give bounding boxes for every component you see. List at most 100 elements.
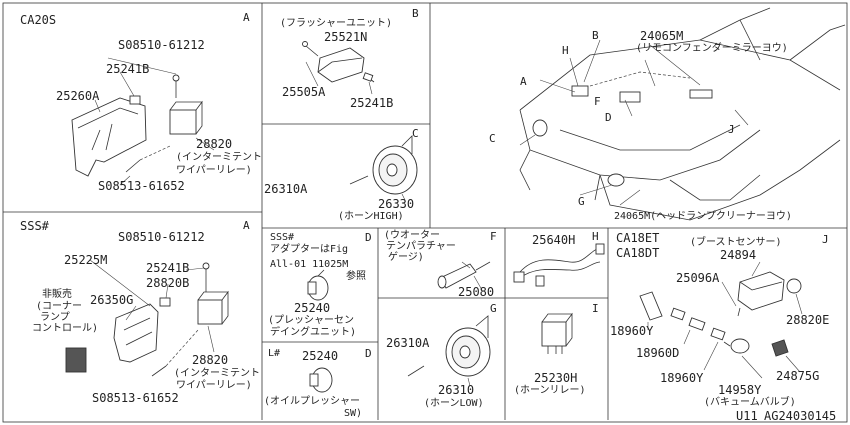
sss-d-part-2: 参照: [346, 271, 366, 282]
harness-letter: H: [592, 230, 599, 243]
flasher-part-1[interactable]: 25521N: [324, 30, 368, 44]
overview-letter-g: G: [578, 195, 585, 208]
l-d-part-0[interactable]: 25240: [302, 349, 339, 363]
boost-part-4[interactable]: 18960Y: [610, 324, 654, 338]
overview-letter-h: H: [562, 44, 569, 57]
pressure-sending-unit-drawing: [307, 269, 329, 301]
ca20s-part-5: ワイパーリレー): [176, 165, 252, 176]
l-d-part-2: SW): [344, 408, 363, 419]
horn-relay-part-0[interactable]: 25230H: [534, 371, 578, 385]
horn-relay-part-1: (ホーンリレー): [514, 385, 586, 396]
horn-low-letter: G: [490, 302, 497, 315]
boost-part-3[interactable]: 28820E: [786, 313, 830, 327]
boost-part-6[interactable]: 18960Y: [660, 371, 704, 385]
horn-low-part-2: (ホーンLOW): [424, 398, 484, 409]
horn-low-drawing: [407, 315, 491, 387]
vehicle-overview-drawing: [519, 7, 846, 221]
overview-letter-d: D: [605, 111, 612, 124]
sss-relay-assembly-drawing: [65, 259, 229, 377]
boost-part-0: (ブーストセンサー): [690, 237, 782, 248]
ca20s-relay-assembly-drawing: [71, 57, 215, 186]
sss-a-part-9[interactable]: 28820: [192, 353, 229, 367]
l-d-letter: D: [365, 347, 372, 360]
overview-letter-j: J: [728, 123, 735, 136]
boost-title-0: CA18ET: [616, 231, 660, 245]
ca20s-letter: A: [243, 11, 250, 24]
ca20s-part-1[interactable]: 25241B: [106, 62, 150, 76]
boost-sensor-assembly-drawing: [639, 261, 803, 379]
ca20s-part-3[interactable]: 28820: [196, 137, 233, 151]
boost-part-1[interactable]: 24894: [720, 248, 757, 262]
sss-a-part-12[interactable]: S08513-61652: [92, 391, 179, 405]
footer-model: U11: [736, 409, 758, 423]
sss-d-part-5: デイングユニット): [270, 327, 357, 338]
harness-part-0[interactable]: 25640H: [532, 233, 576, 247]
horn-high-letter: C: [412, 127, 419, 140]
horn-high-part-0[interactable]: 26310A: [264, 182, 308, 196]
l-d-part-1: (オイルプレッシャー: [264, 396, 361, 407]
flasher-part-0: (フラッシャーユニット): [280, 18, 393, 29]
ca20s-part-6[interactable]: S08513-61652: [98, 179, 185, 193]
overview-letter-c: C: [489, 132, 496, 145]
temp-gauge-part-0: (ウオーター: [384, 230, 441, 241]
boost-part-2[interactable]: 25096A: [676, 271, 720, 285]
footer-code: AG24030145: [764, 409, 837, 423]
overview-part-2[interactable]: 24065M(ヘッドランプクリーナーヨウ): [614, 211, 792, 222]
ca20s-title: CA20S: [20, 13, 57, 27]
sss-a-part-0[interactable]: S08510-61212: [118, 230, 205, 244]
temp-gauge-letter: F: [490, 230, 497, 243]
horn-relay-letter: I: [592, 302, 599, 315]
flasher-part-3[interactable]: 25241B: [350, 96, 394, 110]
sss-d-part-0: アダプターはFig: [270, 244, 349, 255]
oil-pressure-switch-drawing: [309, 367, 333, 393]
boost-title-1: CA18DT: [616, 246, 660, 260]
temp-gauge-part-1: テンパラチャー: [386, 241, 456, 252]
overview-letter-a: A: [520, 75, 527, 88]
sss-a-part-2[interactable]: 25241B: [146, 261, 190, 275]
horn-low-part-0[interactable]: 26310A: [386, 336, 430, 350]
sss-d-part-3[interactable]: 25240: [294, 301, 331, 315]
horn-high-part-1[interactable]: 26330: [378, 197, 415, 211]
sss-a-part-6: ランプ: [40, 312, 70, 323]
temp-gauge-part-3[interactable]: 25080: [458, 285, 495, 299]
sss-d-title: SSS#: [270, 232, 295, 243]
sss-a-letter: A: [243, 219, 250, 232]
sss-a-part-5: (コーナー: [36, 301, 83, 312]
sss-d-part-4: (プレッシャーセン: [268, 315, 355, 326]
ca20s-part-2[interactable]: 25260A: [56, 89, 100, 103]
sss-a-part-7: コントロール): [32, 323, 99, 334]
horn-high-drawing: [349, 135, 418, 201]
boost-part-5[interactable]: 18960D: [636, 346, 680, 360]
boost-part-9: (バキュームバルブ): [704, 397, 796, 408]
temp-gauge-part-2: ゲージ): [388, 252, 424, 263]
horn-low-part-1[interactable]: 26310: [438, 383, 475, 397]
boost-letter: J: [822, 233, 829, 246]
overview-letter-f: F: [594, 95, 601, 108]
wire-harness-drawing: [513, 243, 605, 287]
flasher-letter: B: [412, 7, 419, 20]
overview-part-1: (リモコンフェンダーミラーヨウ): [636, 43, 788, 54]
sss-a-part-10: (インターミテント: [174, 368, 261, 379]
ca20s-part-0[interactable]: S08510-61212: [118, 38, 205, 52]
overview-part-0[interactable]: 24065M: [640, 29, 684, 43]
boost-part-7[interactable]: 24875G: [776, 369, 820, 383]
sss-a-part-11: ワイパーリレー): [176, 380, 252, 391]
horn-high-part-2: (ホーンHIGH): [338, 211, 404, 222]
sss-a-part-3[interactable]: 28820B: [146, 276, 190, 290]
flasher-unit-drawing: [302, 41, 375, 95]
water-temp-gauge-drawing: [437, 261, 491, 291]
overview-letter-b: B: [592, 29, 599, 42]
ca20s-part-4: (インターミテント: [176, 152, 263, 163]
l-d-title: L#: [268, 348, 281, 359]
boost-part-8[interactable]: 14958Y: [718, 383, 762, 397]
sss-a-part-8[interactable]: 26350G: [90, 293, 134, 307]
sss-a-part-4: 非販売: [42, 289, 72, 300]
sss-a-part-1[interactable]: 25225M: [64, 253, 108, 267]
sss-d-letter: D: [365, 231, 372, 244]
horn-relay-drawing: [541, 312, 573, 354]
sss-a-title: SSS#: [20, 219, 49, 233]
flasher-part-2[interactable]: 25505A: [282, 85, 326, 99]
